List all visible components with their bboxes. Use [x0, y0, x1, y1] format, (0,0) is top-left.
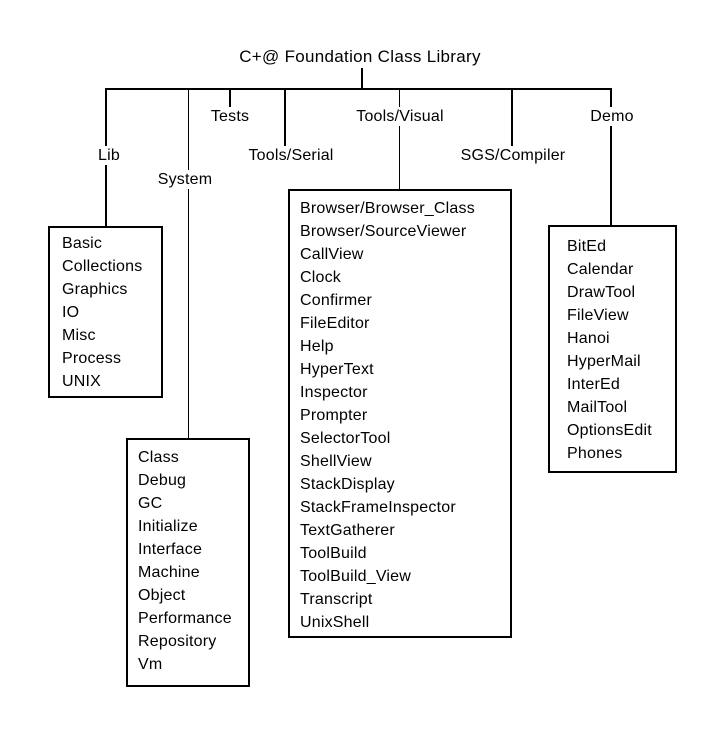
- list-item: Browser/SourceViewer: [300, 223, 467, 240]
- node-label-demo: Demo: [587, 107, 637, 126]
- list-item: FileView: [567, 307, 629, 324]
- list-item: Process: [62, 350, 122, 367]
- list-item: UNIX: [62, 373, 102, 390]
- list-item: Inspector: [300, 384, 368, 401]
- node-label-tools-visual: Tools/Visual: [353, 107, 447, 126]
- list-item: Repository: [138, 633, 217, 650]
- connector-tools-visual: [399, 88, 400, 189]
- connector-sgs-compiler: [511, 88, 513, 147]
- connector-tests: [229, 88, 231, 107]
- list-item: Browser/Browser_Class: [300, 200, 475, 217]
- list-item: Clock: [300, 269, 342, 286]
- list-item: Object: [138, 587, 186, 604]
- list-item: DrawTool: [567, 284, 636, 301]
- list-item: TextGatherer: [300, 522, 395, 539]
- list-item: Phones: [567, 445, 623, 462]
- list-item: UnixShell: [300, 614, 370, 631]
- list-item: InterEd: [567, 376, 620, 393]
- list-item: Initialize: [138, 518, 198, 535]
- list-item: Help: [300, 338, 334, 355]
- list-item: Collections: [62, 258, 143, 275]
- list-item: Interface: [138, 541, 203, 558]
- node-label-tools-serial: Tools/Serial: [245, 146, 337, 165]
- list-item: Debug: [138, 472, 187, 489]
- list-item: Class: [138, 449, 180, 466]
- list-item: MailTool: [567, 399, 628, 416]
- list-item: SelectorTool: [300, 430, 391, 447]
- list-item: HyperMail: [567, 353, 641, 370]
- list-item: Transcript: [300, 591, 373, 608]
- list-item: OptionsEdit: [567, 422, 652, 439]
- list-item: Vm: [138, 656, 163, 673]
- connector-system: [188, 88, 189, 438]
- list-item: CallView: [300, 246, 364, 263]
- list-item: Prompter: [300, 407, 368, 424]
- connector-title-drop: [361, 68, 363, 90]
- list-item: ToolBuild: [300, 545, 367, 562]
- list-item: BitEd: [567, 238, 607, 255]
- list-item: StackDisplay: [300, 476, 395, 493]
- list-item: Calendar: [567, 261, 634, 278]
- list-item: ToolBuild_View: [300, 568, 412, 585]
- list-item: Confirmer: [300, 292, 373, 309]
- node-label-tests: Tests: [207, 107, 253, 126]
- list-item: IO: [62, 304, 80, 321]
- list-item: ShellView: [300, 453, 372, 470]
- list-item: Misc: [62, 327, 96, 344]
- list-item: Graphics: [62, 281, 128, 298]
- list-item: StackFrameInspector: [300, 499, 456, 516]
- list-item: GC: [138, 495, 163, 512]
- list-item: Machine: [138, 564, 200, 581]
- list-item: Hanoi: [567, 330, 610, 347]
- chart-title: C+@ Foundation Class Library: [239, 47, 481, 66]
- list-item: Performance: [138, 610, 232, 627]
- list-item: HyperText: [300, 361, 374, 378]
- connector-demo: [610, 88, 612, 225]
- list-item: FileEditor: [300, 315, 370, 332]
- node-label-lib: Lib: [95, 146, 123, 165]
- node-label-sgs-compiler: SGS/Compiler: [457, 146, 569, 165]
- node-label-system: System: [154, 170, 216, 189]
- connector-horizontal-rail: [105, 88, 612, 90]
- connector-tools-serial: [284, 88, 286, 147]
- list-item: Basic: [62, 235, 103, 252]
